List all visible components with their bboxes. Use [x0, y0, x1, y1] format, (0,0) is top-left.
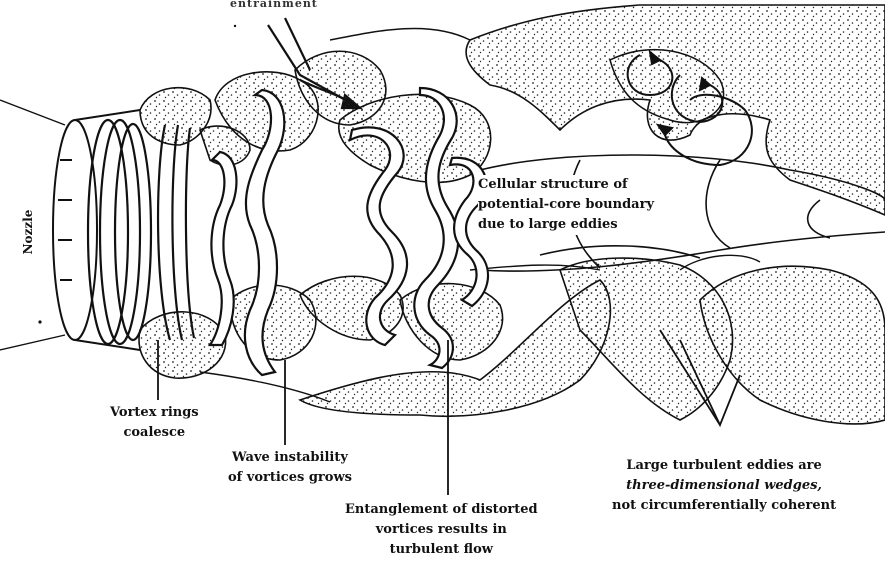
top-fragment-text: entrainment: [230, 0, 318, 14]
entanglement-label: Entanglement of distorted vortices resul…: [345, 500, 538, 560]
label-line: Vortex rings: [110, 403, 199, 423]
wave-instability-label: Wave instability of vortices grows: [228, 448, 352, 488]
nozzle-label: Nozzle: [18, 202, 38, 262]
vortex-rings: [88, 120, 194, 344]
cellular-structure-label: Cellular structure of potential-core bou…: [478, 175, 654, 235]
label-line: of vortices grows: [228, 468, 352, 488]
label-line: Entanglement of distorted: [345, 500, 538, 520]
label-line: due to large eddies: [478, 215, 654, 235]
label-line: potential-core boundary: [478, 195, 654, 215]
label-line: Large turbulent eddies are: [612, 456, 836, 476]
label-line: not circumferentially coherent: [612, 496, 836, 516]
label-line: coalesce: [110, 423, 199, 443]
upper-boundary-line: [330, 28, 470, 40]
label-line: three-dimensional wedges,: [612, 476, 836, 496]
label-line: Cellular structure of: [478, 175, 654, 195]
label-line: vortices results in: [345, 520, 538, 540]
vortex-rings-label: Vortex rings coalesce: [110, 403, 199, 443]
label-line: turbulent flow: [345, 540, 538, 560]
label-line: Wave instability: [228, 448, 352, 468]
large-eddies-label: Large turbulent eddies are three-dimensi…: [612, 456, 836, 516]
